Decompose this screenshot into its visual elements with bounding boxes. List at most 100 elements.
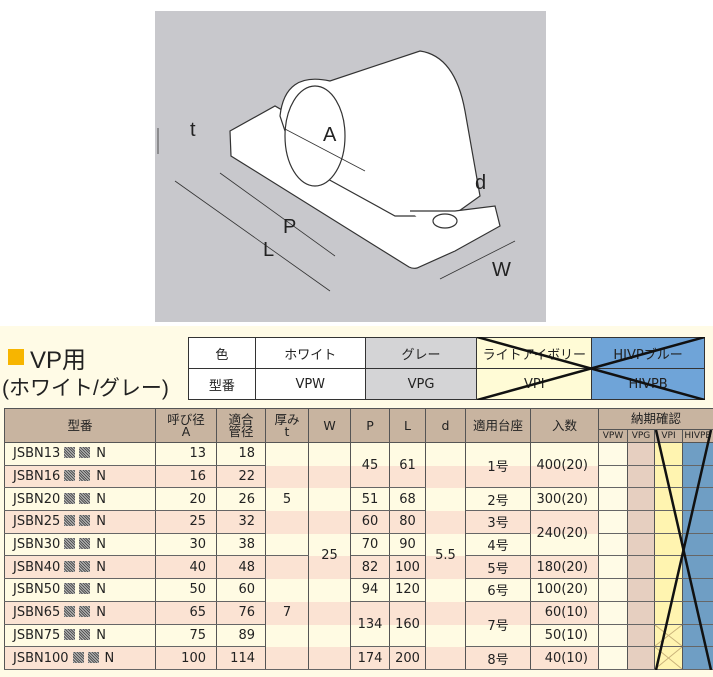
t-cell: 7 [265,555,309,670]
delivery-check-hivpb[interactable] [681,555,713,580]
delivery-check-vpi[interactable] [654,555,683,580]
delivery-check-hivpb[interactable] [681,465,713,489]
delivery-check-vpw[interactable] [598,646,628,670]
color-code-placeholder [79,492,91,504]
model-prefix: JSBN25 [13,514,61,530]
delivery-check-vpg[interactable] [627,533,655,557]
delivery-check-vpw[interactable] [598,442,628,466]
qty-cell: 300(20) [530,487,599,512]
code-vpi: VPI [476,368,593,400]
header-qty: 入数 [530,408,599,443]
delivery-check-vpw[interactable] [598,578,628,602]
delivery-check-hivpb[interactable] [681,442,713,466]
label-A: A [323,124,337,146]
delivery-check-vpg[interactable] [627,646,655,670]
delivery-check-vpw[interactable] [598,510,628,534]
W-cell: 25 [308,442,351,670]
color-code-placeholder [87,651,99,663]
model-prefix: JSBN30 [13,537,61,553]
base-cell: 8号 [465,646,531,670]
nominal-cell: 20 [155,487,217,512]
pipe-cell: 60 [216,578,266,602]
model-prefix: JSBN40 [13,559,61,575]
color-gray: グレー [364,337,478,369]
color-blue: HIVPブルー [591,337,705,369]
nominal-cell: 75 [155,624,217,648]
header-p: P [350,408,390,443]
base-cell: 4号 [465,533,531,557]
color-white: ホワイト [254,337,366,369]
delivery-check-hivpb[interactable] [681,510,713,534]
delivery-check-vpg[interactable] [627,624,655,648]
L-cell: 100 [389,555,426,580]
qty-cell: 40(10) [530,646,599,670]
header-l: L [389,408,426,443]
base-cell: 2号 [465,487,531,512]
delivery-check-vpw[interactable] [598,624,628,648]
qty-cell: 100(20) [530,578,599,602]
delivery-check-vpi[interactable] [654,442,683,466]
color-code-placeholder [79,606,91,618]
color-code-placeholder [64,560,76,572]
P-cell: 60 [350,510,390,534]
section-subtitle: (ホワイト/グレー) [2,377,169,400]
header-delivery-vpi: VPI [654,429,683,443]
delivery-check-vpg[interactable] [627,601,655,625]
delivery-check-vpg[interactable] [627,487,655,512]
delivery-check-vpw[interactable] [598,533,628,557]
delivery-check-vpw[interactable] [598,601,628,625]
P-cell: 82 [350,555,390,580]
code-vpg: VPG [364,368,478,400]
delivery-check-hivpb[interactable] [681,578,713,602]
delivery-check-hivpb[interactable] [681,533,713,557]
pipe-cell: 76 [216,601,266,625]
L-cell: 80 [389,510,426,534]
delivery-check-hivpb[interactable] [681,487,713,512]
delivery-check-hivpb[interactable] [681,601,713,625]
qty-cell: 240(20) [530,510,599,557]
delivery-check-vpg[interactable] [627,510,655,534]
label-W: W [492,259,511,281]
delivery-check-vpi[interactable] [654,487,683,512]
delivery-check-hivpb[interactable] [681,624,713,648]
pipe-cell: 48 [216,555,266,580]
delivery-check-vpi[interactable] [654,510,683,534]
clamp-illustration: A t d P L W [157,50,516,292]
delivery-check-vpi[interactable] [654,601,683,625]
t-cell: 5 [265,442,309,557]
delivery-check-vpw[interactable] [598,487,628,512]
base-cell: 6号 [465,578,531,602]
P-cell: 70 [350,533,390,557]
delivery-check-hivpb[interactable] [681,646,713,670]
delivery-check-vpw[interactable] [598,465,628,489]
label-t: t [190,119,196,141]
delivery-check-vpg[interactable] [627,578,655,602]
delivery-check-vpg[interactable] [627,555,655,580]
delivery-check-vpi[interactable] [654,465,683,489]
model-prefix: JSBN65 [13,605,61,621]
color-code-placeholder [64,492,76,504]
delivery-check-vpi[interactable] [654,624,683,648]
delivery-check-vpi[interactable] [654,646,683,670]
pipe-cell: 18 [216,442,266,466]
delivery-check-vpi[interactable] [654,578,683,602]
model-suffix: N [96,582,107,598]
delivery-check-vpg[interactable] [627,442,655,466]
delivery-check-vpw[interactable] [598,555,628,580]
nominal-cell: 100 [155,646,217,670]
delivery-check-vpg[interactable] [627,465,655,489]
delivery-check-vpi[interactable] [654,533,683,557]
color-code-placeholder [64,628,76,640]
L-cell: 90 [389,533,426,557]
color-code-placeholder [64,515,76,527]
